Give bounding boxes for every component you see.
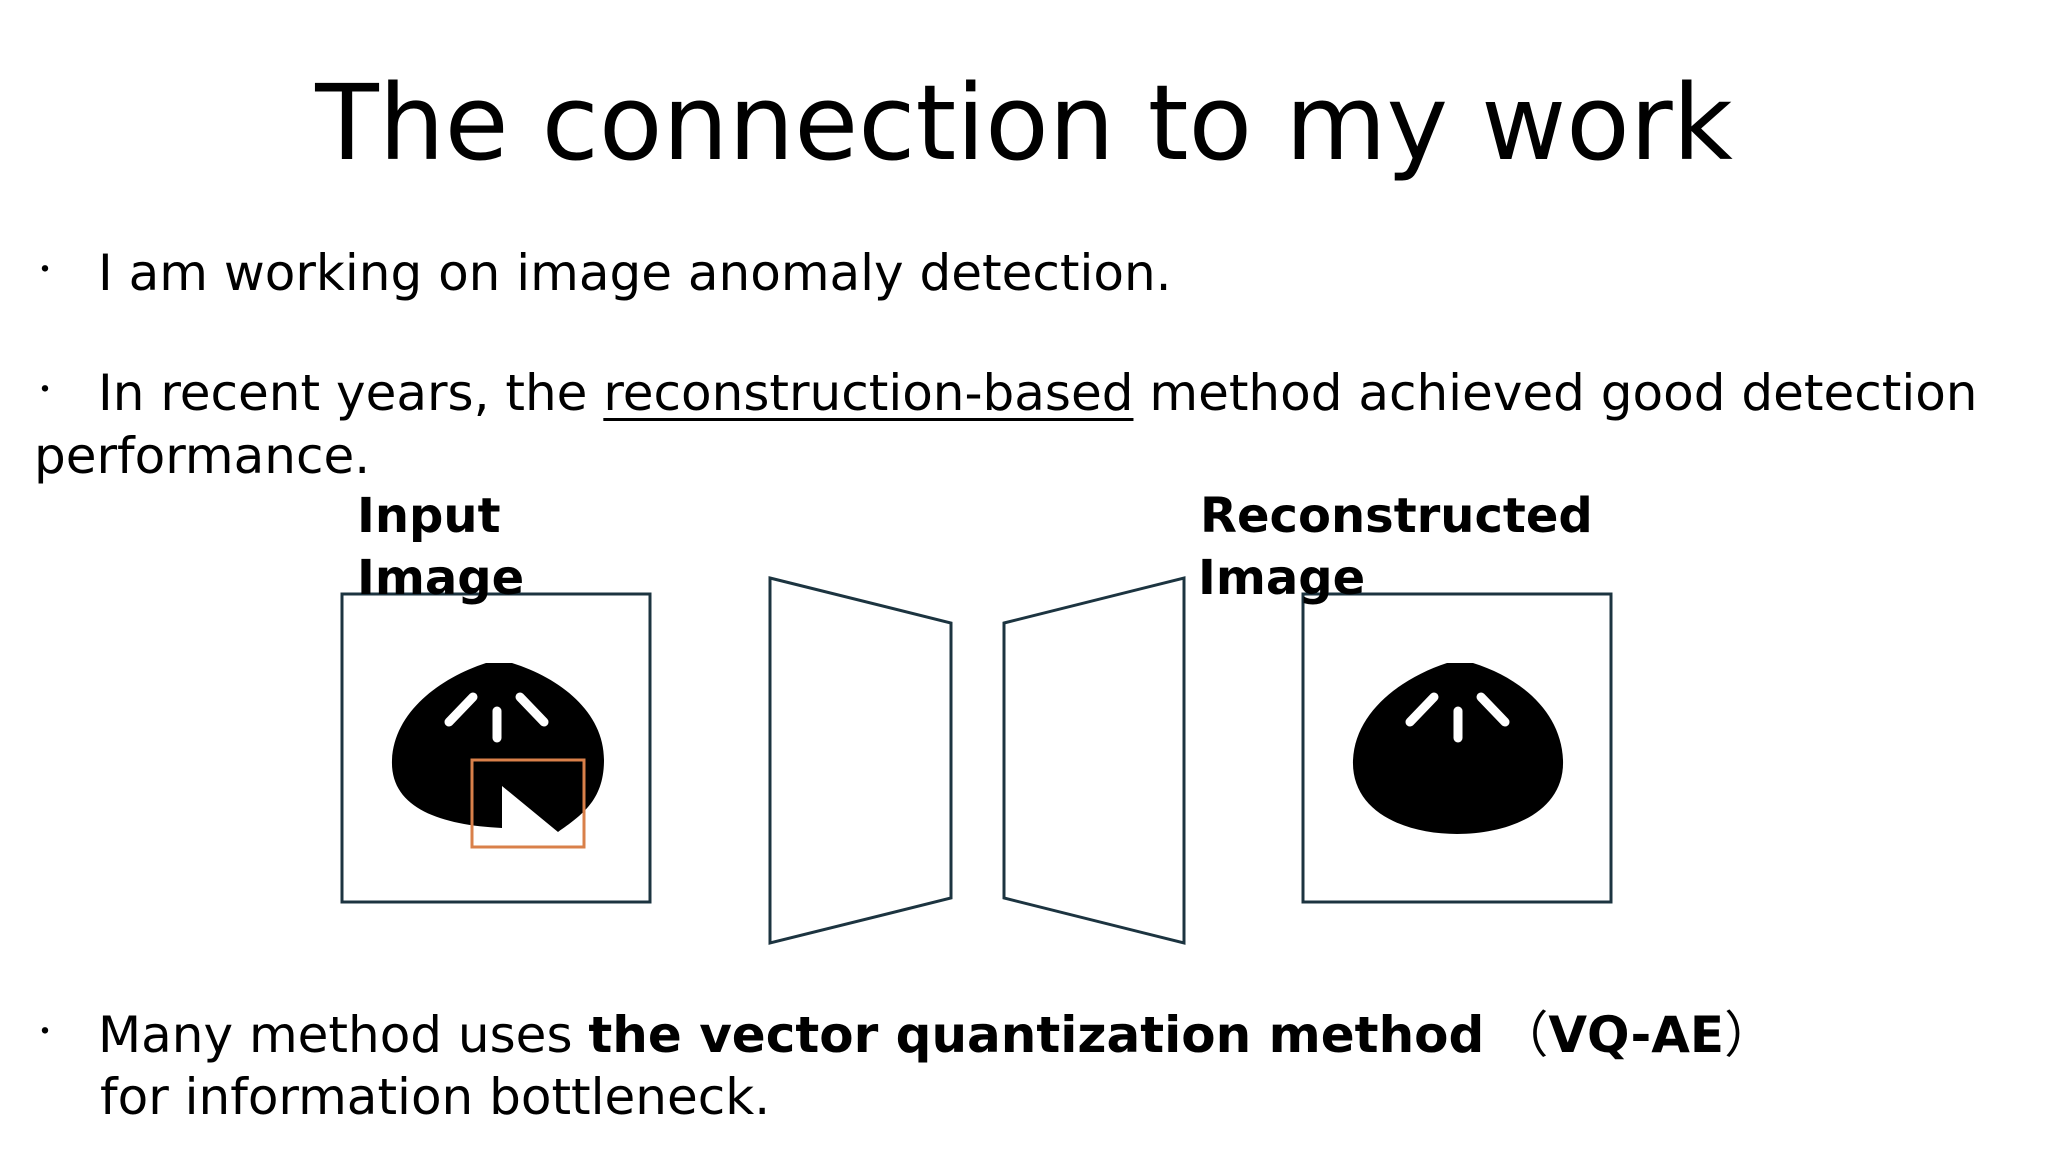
vector-quantization-term: the vector quantization method (588, 1006, 1485, 1064)
input-image-frame (340, 592, 652, 904)
input-image-label-line-2: Image (357, 550, 525, 606)
paren-close: ） (1724, 1006, 1775, 1064)
steamed-bun-icon (1352, 663, 1564, 834)
anomaly-highlight-box (470, 758, 586, 849)
reconstructed-image-frame (1301, 592, 1613, 904)
input-image-label-line-1: Input (357, 488, 501, 544)
bullet-marker: ・ (30, 1015, 60, 1050)
bullet-2-line-1: In recent years, the reconstruction-base… (98, 362, 1978, 424)
reconstructed-image-label-line-2: Image (1198, 550, 1366, 606)
bullet-3-line-2: for information bottleneck. (100, 1068, 771, 1126)
bullet-2-post: method achieved good detection (1133, 364, 1978, 422)
steamed-bun-icon (391, 663, 604, 832)
vq-ae-term: VQ-AE (1548, 1006, 1725, 1064)
bullet-2-pre: In recent years, the (98, 364, 604, 422)
encoder-block (768, 576, 953, 945)
bullet-2-line-2: performance. (34, 427, 371, 485)
bullet-3-pre: Many method uses (98, 1006, 589, 1064)
reconstruction-based-term: reconstruction-based (603, 364, 1134, 422)
bullet-marker: ・ (30, 373, 60, 408)
bullet-1-text: I am working on image anomaly detection. (98, 244, 1172, 302)
bullet-marker: ・ (30, 253, 60, 288)
bullet-3-line-1: Many method uses the vector quantization… (98, 1004, 1774, 1066)
paren-open: （ (1498, 1006, 1549, 1064)
reconstructed-image-label-line-1: Reconstructed (1200, 488, 1593, 544)
decoder-block (1002, 576, 1186, 945)
slide-title: The connection to my work (315, 62, 1733, 184)
